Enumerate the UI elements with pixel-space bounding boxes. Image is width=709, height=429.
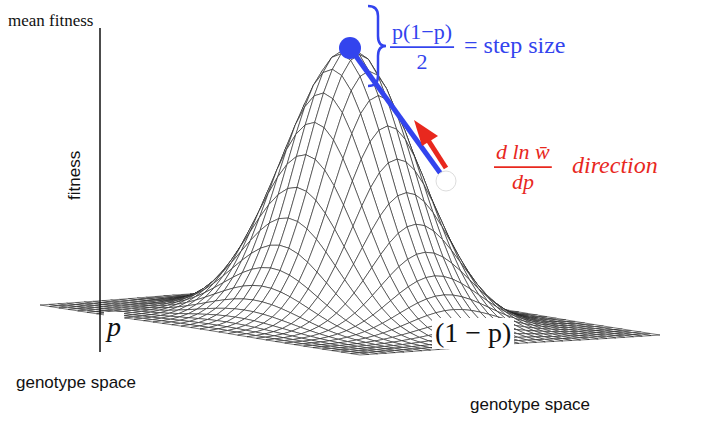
axis-label: genotype space <box>16 374 136 393</box>
current-point <box>436 171 456 191</box>
axis-title: mean fitness <box>8 12 93 31</box>
direction-arrow <box>428 140 446 168</box>
direction-arrowhead <box>414 120 438 146</box>
fraction-denominator: 2 <box>417 50 428 74</box>
fraction-bar <box>494 166 552 168</box>
axis-variable: p <box>104 312 124 343</box>
fraction-denominator: dp <box>512 170 534 194</box>
fitness-axis <box>99 28 101 352</box>
fraction-numerator: p(1−p) <box>392 20 452 44</box>
mean-fitness-dot <box>339 37 361 59</box>
fraction-numerator: d ln w̄ <box>496 140 550 164</box>
fraction-bar <box>390 46 454 48</box>
axis-variable: (1 − p) <box>432 318 514 349</box>
axis-label: fitness <box>66 151 85 200</box>
step-size-label: = step size <box>464 32 566 58</box>
direction-label: direction <box>572 152 658 178</box>
axis-label: genotype space <box>470 396 590 415</box>
mesh-cell <box>351 353 369 355</box>
step-line <box>350 48 446 181</box>
